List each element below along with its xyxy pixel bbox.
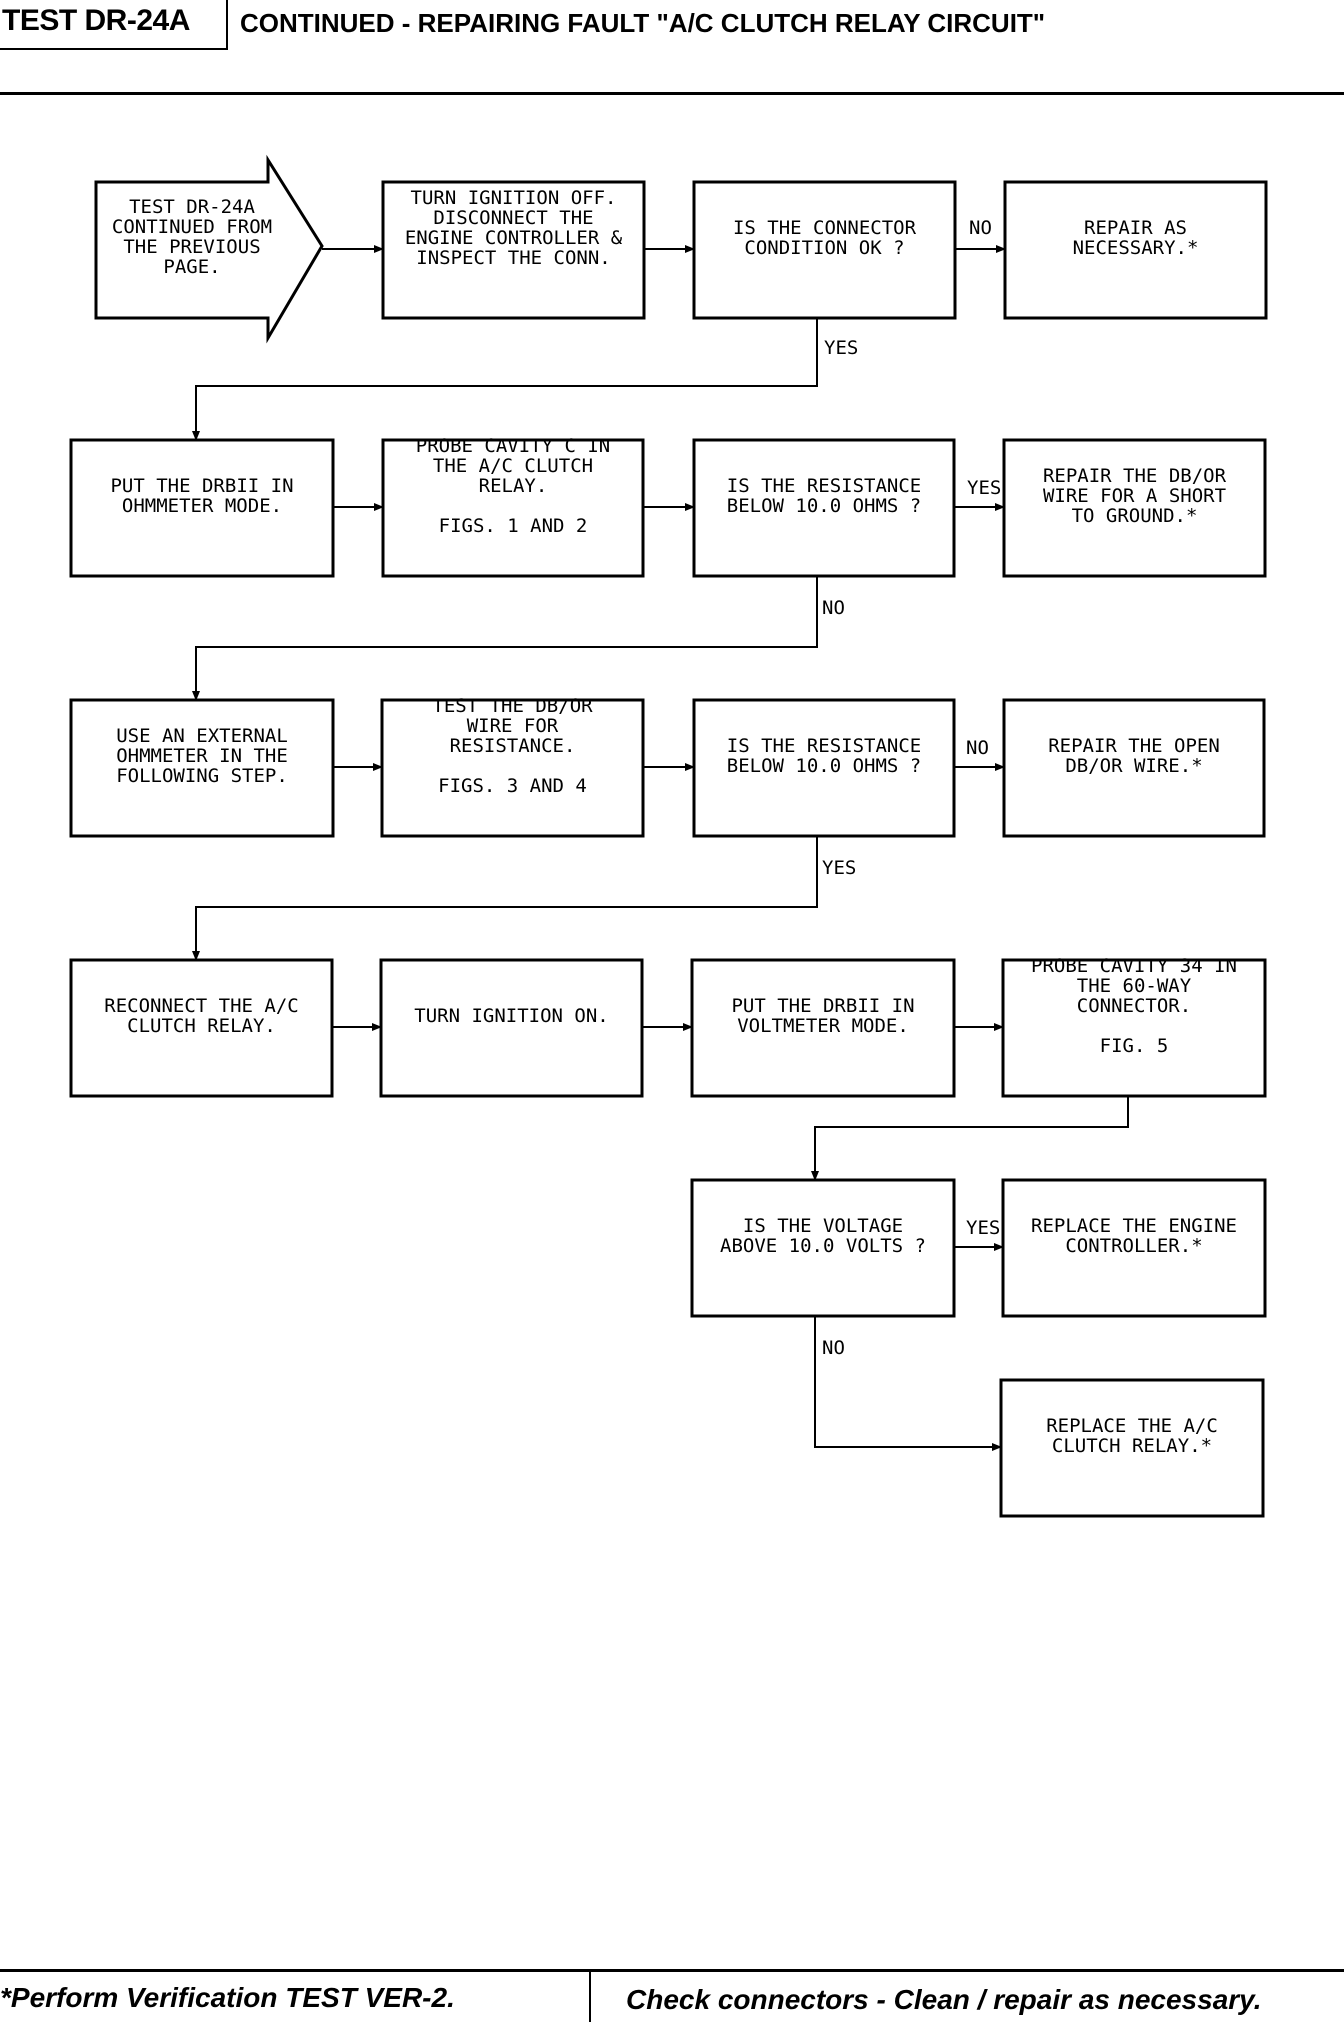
label-yes-r3: YES xyxy=(822,857,856,879)
header-divider xyxy=(226,0,228,50)
box-text-line: REPLACE THE A/C xyxy=(1046,1415,1218,1437)
box-text-line: FIG. 5 xyxy=(1100,1035,1169,1057)
box-text-line: TURN IGNITION OFF. xyxy=(411,187,617,209)
box-text-line: FIGS. 1 AND 2 xyxy=(439,515,588,537)
box-text-line: OHMMETER IN THE xyxy=(116,745,288,767)
box-text-line: ABOVE 10.0 VOLTS ? xyxy=(720,1235,926,1257)
box-text-line: DB/OR WIRE.* xyxy=(1065,755,1202,777)
box-text-line: THE PREVIOUS xyxy=(123,236,260,258)
box-text-line: REPAIR THE DB/OR xyxy=(1043,465,1227,487)
label-yes-r5: YES xyxy=(966,1217,1000,1239)
conn-r1b2-r2b0 xyxy=(192,318,818,441)
label-no-r1: NO xyxy=(969,217,992,239)
box-text-line: IS THE RESISTANCE xyxy=(727,735,921,757)
box-text-line: IS THE VOLTAGE xyxy=(743,1215,903,1237)
label-no-r2: NO xyxy=(822,597,845,619)
r4-b1-box xyxy=(379,958,644,1098)
box-text-line: DISCONNECT THE xyxy=(433,207,593,229)
conn-r2b2-r3b0 xyxy=(192,576,818,701)
box-text-line: USE AN EXTERNAL xyxy=(116,725,288,747)
box-text-line: CLUTCH RELAY.* xyxy=(1052,1435,1212,1457)
box-text-line: OHMMETER MODE. xyxy=(122,495,282,517)
header-rule xyxy=(0,92,1344,95)
box-text-line: THE A/C CLUTCH xyxy=(433,455,593,477)
box-text-line: PUT THE DRBII IN xyxy=(110,475,293,497)
footer-connector-note: Check connectors - Clean / repair as nec… xyxy=(626,1984,1262,2015)
label-yes-r2: YES xyxy=(967,477,1001,499)
conn-r3b2-r4b0 xyxy=(192,836,818,961)
test-id: TEST DR-24A xyxy=(2,4,190,37)
conn-r4b3-r5b2 xyxy=(811,1096,1129,1181)
box-text-line: REPAIR AS xyxy=(1084,217,1187,239)
box-text-line: ENGINE CONTROLLER & xyxy=(405,227,623,249)
box-text-line: BELOW 10.0 OHMS ? xyxy=(727,755,921,777)
box-text-line: TURN IGNITION ON. xyxy=(414,1005,608,1027)
box-text-line: REPLACE THE ENGINE xyxy=(1031,1215,1237,1237)
box-text-line: RELAY. xyxy=(479,475,548,497)
page-title: CONTINUED - REPAIRING FAULT "A/C CLUTCH … xyxy=(240,8,1046,38)
header-box-bottom xyxy=(0,48,228,50)
box-text-line: THE 60-WAY xyxy=(1077,975,1192,997)
box-text-line: CONTROLLER.* xyxy=(1065,1235,1202,1257)
conn-r5b2-r6b3 xyxy=(814,1316,1002,1451)
box-text-line: INSPECT THE CONN. xyxy=(416,247,610,269)
box-text-line: REPAIR THE OPEN xyxy=(1048,735,1220,757)
box-text-line: IS THE RESISTANCE xyxy=(727,475,921,497)
box-text-line: FIGS. 3 AND 4 xyxy=(438,775,587,797)
footer-rule xyxy=(0,1969,1344,1972)
box-text-line: RESISTANCE. xyxy=(450,735,576,757)
box-text-line: PUT THE DRBII IN xyxy=(731,995,914,1017)
box-text-line: TO GROUND.* xyxy=(1072,505,1198,527)
box-text-line: PROBE CAVITY C IN xyxy=(416,435,610,457)
box-text-line: CLUTCH RELAY. xyxy=(127,1015,276,1037)
box-text-line: RECONNECT THE A/C xyxy=(104,995,298,1017)
box-text-line: VOLTMETER MODE. xyxy=(737,1015,909,1037)
label-no-r3: NO xyxy=(966,737,989,759)
box-text-line: BELOW 10.0 OHMS ? xyxy=(727,495,921,517)
label-no-r5: NO xyxy=(822,1337,845,1359)
label-yes-r1: YES xyxy=(824,337,858,359)
box-text-line: WIRE FOR A SHORT xyxy=(1043,485,1226,507)
box-text-line: TEST THE DB/OR xyxy=(432,695,593,717)
r4-b1-text: TURN IGNITION ON. xyxy=(414,1005,608,1027)
box-text-line: IS THE CONNECTOR xyxy=(733,217,917,239)
footer-divider xyxy=(589,1969,591,2022)
box-text-line: WIRE FOR xyxy=(467,715,559,737)
box-text-line: PROBE CAVITY 34 IN xyxy=(1031,955,1237,977)
box-text-line: CONNECTOR. xyxy=(1077,995,1191,1017)
box-text-line: FOLLOWING STEP. xyxy=(116,765,288,787)
box-text-line: NECESSARY.* xyxy=(1073,237,1199,259)
box-text-line: TEST DR-24A xyxy=(129,196,255,218)
footer-verification-note: *Perform Verification TEST VER-2. xyxy=(0,1982,455,2013)
start-arrow-shape xyxy=(94,154,324,344)
box-text-line: PAGE. xyxy=(163,256,220,278)
box-text-line: CONTINUED FROM xyxy=(112,216,272,238)
box-text-line: CONDITION OK ? xyxy=(744,237,904,259)
